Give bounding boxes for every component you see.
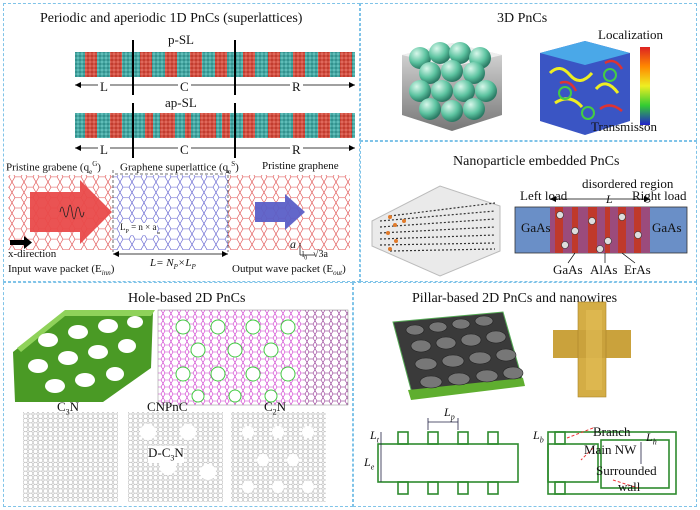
pillar-diagram (377, 301, 677, 495)
green-honeycomb (13, 310, 155, 402)
ap-sl-label: ap-SL (165, 95, 197, 110)
gold-nanowire (553, 301, 631, 398)
panel-pillar-title: Pillar-based 2D PnCs and nanowires (412, 291, 618, 306)
r-label-1: R (290, 79, 303, 94)
localization-label: Localization (598, 27, 663, 42)
output-wave-label: Output wave packet (Eout) (232, 263, 346, 278)
disordered-region-label: disordered region (582, 176, 674, 191)
main-nw-label: Main NW (584, 442, 637, 457)
p-sl-bar (75, 52, 355, 77)
eras-label: ErAs (624, 262, 651, 277)
pristine-left-label: Pristine grabene (qeG) (6, 160, 101, 176)
ap-sl-bar (75, 113, 355, 138)
panel-1d-pnc (3, 3, 360, 282)
panel-1d-title: Periodic and aperiodic 1D PnCs (superlat… (40, 11, 303, 26)
sqrt3a-label: √3a (313, 249, 328, 260)
superlattice-diagram (8, 40, 355, 257)
panel-nanoparticle-title: Nanoparticle embedded PnCs (453, 154, 620, 169)
nanoparticle-diagram (371, 185, 688, 277)
wall-label: wall (618, 479, 641, 494)
c-label-2: C (178, 142, 191, 157)
c3n-label: C3N (57, 399, 80, 417)
panel-hole-title: Hole-based 2D PnCs (128, 291, 246, 306)
p-sl-label: p-SL (168, 32, 194, 47)
output-wave-arrow (255, 194, 305, 230)
input-wave-label: Input wave packet (Einn) (8, 263, 115, 278)
panel-nanoparticle (360, 141, 697, 282)
lp-equation: LP = n × a (120, 222, 157, 235)
gaas-left-label: GaAs (521, 220, 551, 235)
branch-label: Branch (593, 424, 631, 439)
transmission-label: Transmisson (591, 119, 657, 134)
alas-label: AlAs (590, 262, 618, 277)
lb-label: Lb (533, 428, 544, 445)
panel-pillar-2d (353, 282, 697, 507)
surrounded-label: Surrounded (596, 463, 657, 478)
lh-label: Lh (646, 430, 657, 447)
c-label-1: C (178, 79, 191, 94)
length-l-label: L (606, 192, 613, 206)
dc3n-label: D-C3N (148, 445, 184, 463)
pristine-right-label: Pristine graphene (262, 160, 339, 172)
left-load-label: Left load (520, 188, 568, 203)
panel-3d-title: 3D PnCs (497, 11, 548, 26)
a-label: a (290, 237, 296, 251)
panel-hole-2d (3, 282, 353, 507)
right-load-label: Right load (632, 188, 687, 203)
l-label-2: L (98, 142, 110, 157)
lt-label: Lt (370, 428, 379, 445)
l-label-1: L (98, 79, 110, 94)
panel-3d-pnc (360, 3, 697, 141)
c2n-label: C2N (264, 399, 287, 417)
lp-label: Lp (444, 405, 455, 422)
r-label-2: R (290, 142, 303, 157)
gaas-right-label: GaAs (652, 220, 682, 235)
le-label: Le (364, 455, 375, 472)
l0-label: l0 (302, 250, 308, 262)
gaas-bottom-label: GaAs (553, 262, 583, 277)
pillar-array (392, 311, 525, 400)
hole-based-diagram (13, 309, 349, 502)
3d-pnc-diagram (402, 41, 650, 135)
input-wave-arrow (30, 180, 112, 244)
cnpnc-label: CNPnC (147, 399, 188, 414)
x-direction-label: x-direction (8, 248, 57, 260)
superlattice-label: Graphene superlattice (qeS) (120, 160, 239, 176)
l-equation: L= NP×LP (150, 257, 196, 272)
